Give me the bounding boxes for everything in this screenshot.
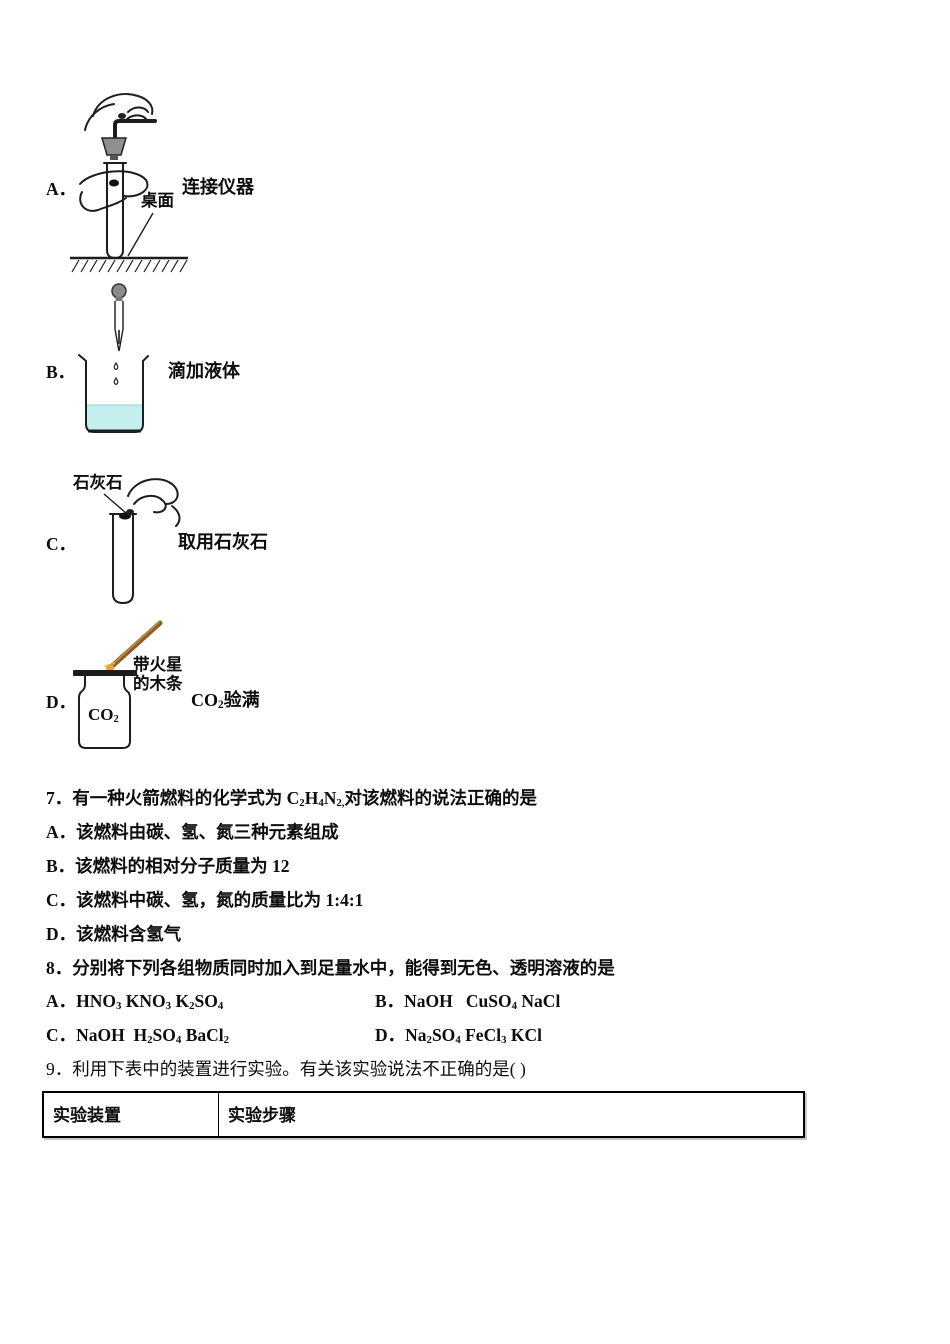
question-8-option-c: C．NaOH H2SO4 BaCl2	[46, 1025, 230, 1047]
gas-bottle	[78, 675, 131, 749]
pointer-line	[103, 493, 127, 514]
dropper-bulb	[111, 283, 127, 299]
question-8-title: 8．分别将下列各组物质同时加入到足量水中，能得到无色、透明溶液的是	[46, 958, 615, 978]
stopper-tip	[110, 155, 118, 160]
beaker-liquid	[85, 405, 143, 430]
question-8-option-d: D．Na2SO4 FeCl3 KCl	[375, 1025, 542, 1047]
question-8-option-a: A．HNO3 KNO3 K2SO4	[46, 991, 224, 1013]
dropper	[111, 283, 127, 352]
figure-c-sample-label: 石灰石	[73, 473, 123, 492]
figure-d-caption: CO2验满	[191, 690, 260, 712]
figure-b-illustration	[78, 283, 149, 433]
hand-holding-tube	[79, 170, 149, 212]
figure-d-splint-label-2: 的木条	[133, 674, 183, 693]
beaker	[78, 354, 149, 433]
question-8-option-b: B．NaOH CuSO4 NaCl	[375, 991, 561, 1013]
question-7-option-c: C．该燃料中碳、氢，氮的质量比为 1:4:1	[46, 890, 364, 910]
figure-a-letter: A．	[46, 179, 77, 199]
question-7-option-d: D．该燃料含氢气	[46, 924, 182, 944]
test-tube	[109, 513, 137, 605]
pointer-line	[127, 212, 154, 257]
experiment-table: 实验装置 实验步骤	[42, 1091, 805, 1138]
figure-b-caption: 滴加液体	[168, 361, 240, 381]
hand-with-stopper	[84, 93, 157, 160]
figure-a-surface-label: 桌面	[141, 191, 174, 210]
fingertip	[126, 509, 134, 515]
question-7-option-b: B．该燃料的相对分子质量为 12	[46, 856, 290, 876]
figure-c-letter: C．	[46, 534, 77, 554]
hand-adding-limestone	[126, 478, 181, 527]
figure-a-illustration	[70, 93, 188, 273]
figure-d-splint-label-1: 带火星	[133, 655, 183, 674]
question-7-title: 7．有一种火箭燃料的化学式为 C2H4N2,对该燃料的说法正确的是	[46, 788, 538, 810]
question-9-title: 9．利用下表中的装置进行实验。有关该实验说法不正确的是( )	[46, 1059, 526, 1079]
hatching	[71, 259, 188, 273]
figure-c-illustration	[103, 478, 181, 605]
figure-d-illustration	[73, 620, 163, 749]
table-surface	[70, 256, 188, 273]
table-header-steps: 实验步骤	[228, 1106, 296, 1125]
table-header-apparatus: 实验装置	[44, 1093, 219, 1136]
test-tube	[103, 162, 127, 260]
figure-a-caption: 连接仪器	[182, 177, 254, 197]
fingertip	[118, 113, 126, 119]
question-7-option-a: A．该燃料由碳、氢、氮三种元素组成	[46, 822, 339, 842]
falling-droplets	[113, 361, 119, 386]
rubber-stopper	[100, 137, 128, 156]
fingertip	[109, 179, 119, 187]
figure-b-letter: B．	[46, 362, 76, 382]
bottle-co2-label: CO2	[88, 705, 119, 726]
dropper-collar	[115, 297, 123, 301]
figure-d-letter: D．	[46, 692, 77, 712]
figure-c-caption: 取用石灰石	[178, 532, 268, 552]
glass-lid-plate	[73, 670, 137, 676]
